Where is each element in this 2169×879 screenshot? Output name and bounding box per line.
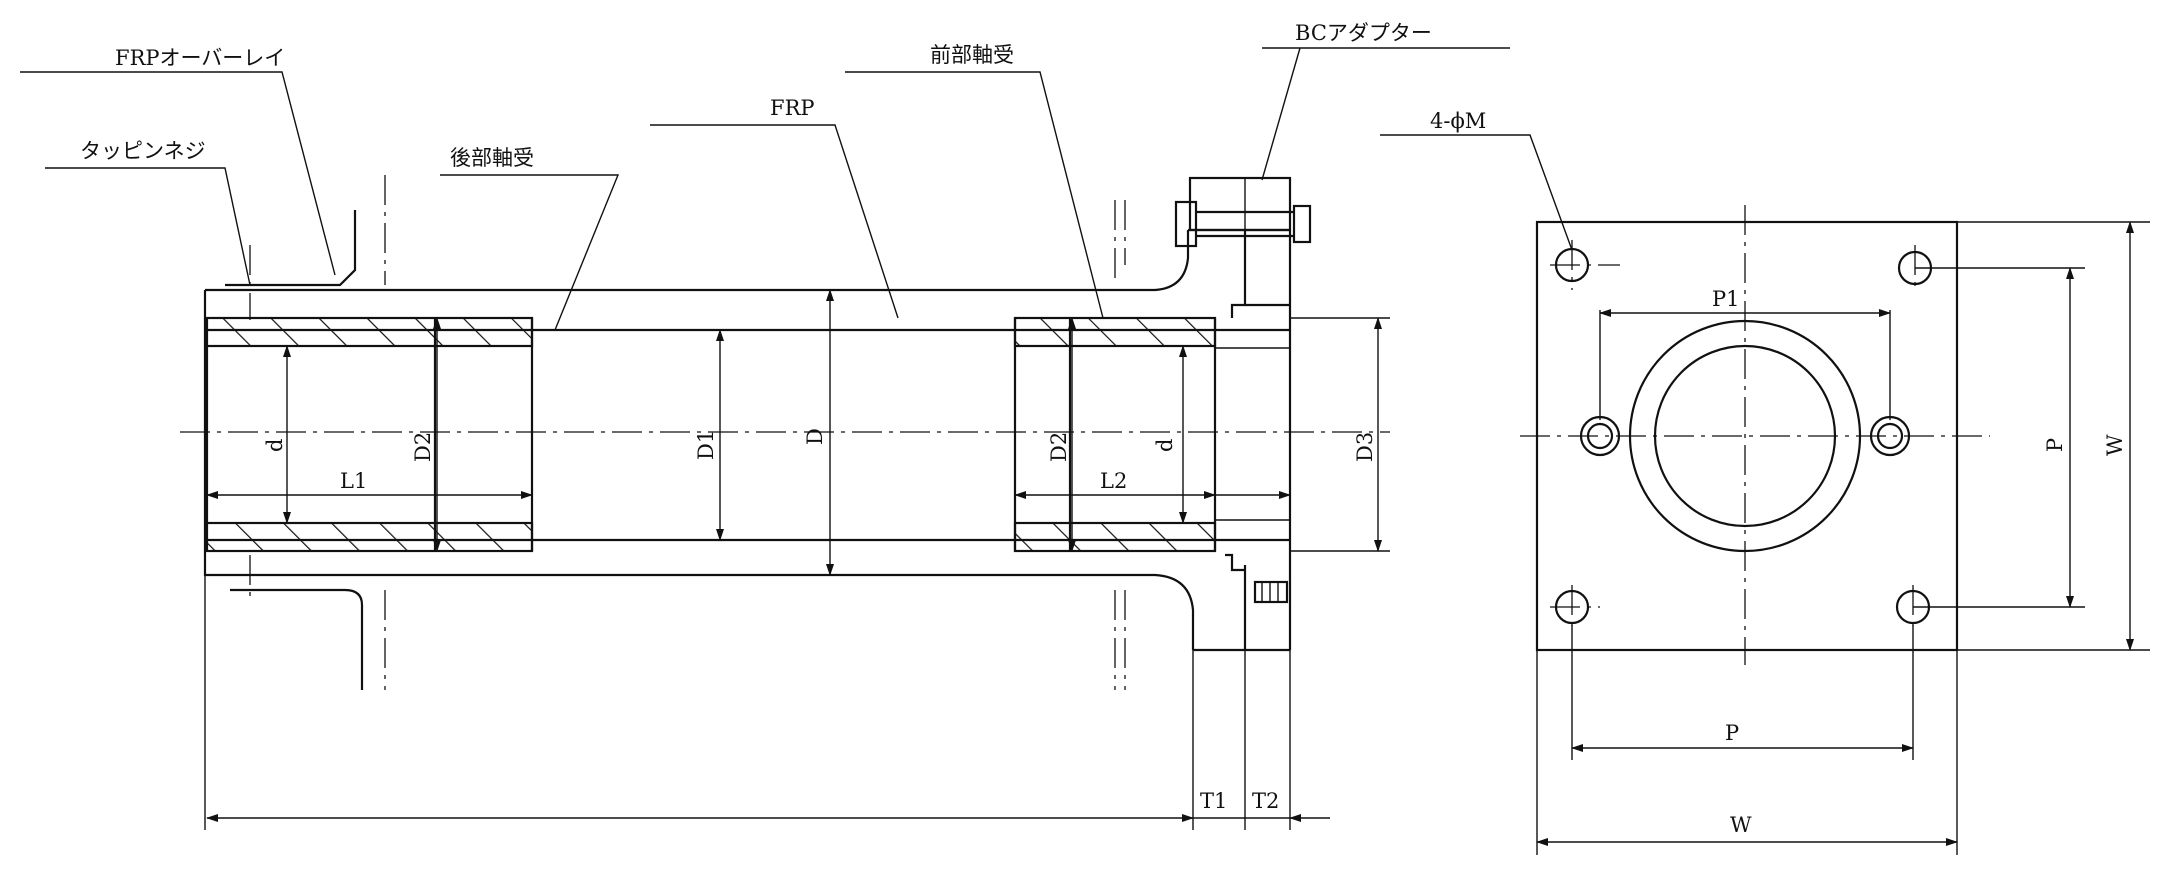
dim-D2-left: D2 — [411, 432, 435, 462]
dim-L1: L1 — [340, 469, 367, 493]
callout-frp: FRP — [770, 96, 815, 120]
dim-P1: P1 — [1712, 287, 1740, 311]
dim-T1: T1 — [1200, 789, 1227, 813]
dim-P-vertical: P — [2043, 438, 2067, 452]
dim-L2: L2 — [1100, 469, 1127, 493]
callout-tapping-screw: タッピンネジ — [80, 139, 206, 163]
callout-rear-bearing: 後部軸受 — [450, 146, 534, 170]
callout-leaders — [20, 47, 1510, 331]
callout-bc-adapter: BCアダプター — [1295, 21, 1432, 45]
callout-frp-overlay: FRPオーバーレイ — [115, 46, 285, 70]
dim-W-horizontal: W — [1730, 813, 1752, 837]
bolt-hole — [1876, 422, 1904, 450]
dim-D1: D1 — [694, 430, 718, 460]
side-section-view: d D2 L1 D1 D D2 d L2 D3 T1 T2 FRPオーバーレイ … — [20, 21, 1510, 830]
side-dimensions — [204, 289, 1390, 830]
flange-dimensions — [1380, 134, 2150, 855]
front-bearing-section — [1013, 316, 1217, 553]
dim-P-horizontal: P — [1725, 721, 1739, 745]
dim-T2: T2 — [1252, 789, 1279, 813]
callout-front-bearing: 前部軸受 — [930, 43, 1014, 67]
rear-bearing-section — [205, 316, 534, 553]
dim-d-left: d — [263, 439, 287, 452]
bolt-hole — [1586, 422, 1614, 450]
dim-D: D — [803, 428, 827, 445]
dim-D2-right: D2 — [1047, 432, 1071, 462]
dim-D3: D3 — [1353, 432, 1377, 462]
dim-W-vertical: W — [2103, 434, 2127, 456]
callout-holes: 4-ϕM — [1430, 109, 1486, 133]
bc-adapter-flange — [1174, 176, 1312, 652]
front-flange-view: P1 P W P W 4-ϕM — [1380, 109, 2150, 855]
dim-d-right: d — [1153, 439, 1177, 452]
tube-outline — [203, 230, 1290, 650]
corner-holes — [1550, 240, 1933, 630]
